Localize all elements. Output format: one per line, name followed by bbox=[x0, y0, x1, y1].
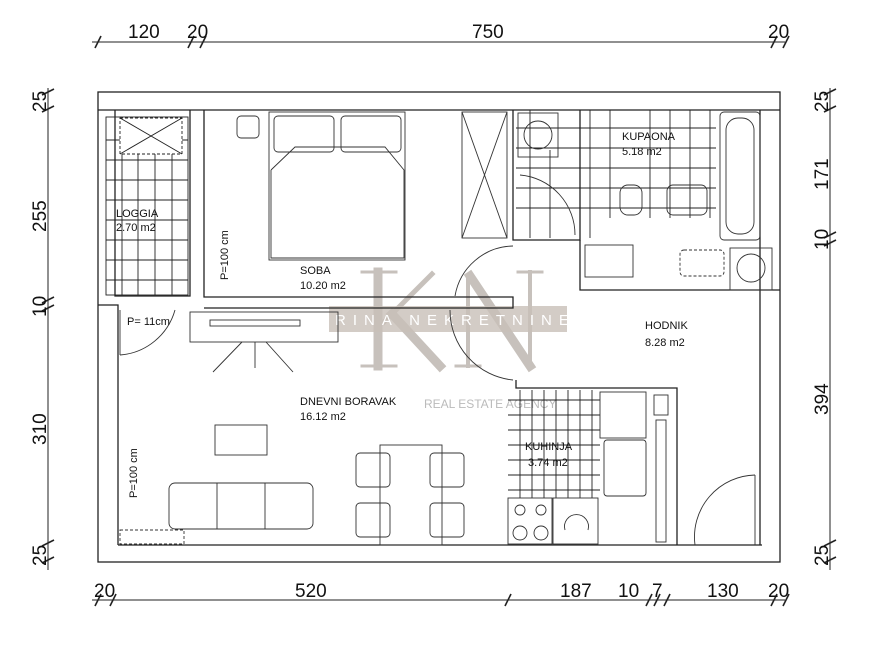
room-area-kuhinja: 3.74 m2 bbox=[528, 457, 568, 469]
watermark-tagline: REAL ESTATE AGENCY bbox=[424, 397, 556, 411]
sill-height-living: P=100 cm bbox=[128, 448, 140, 498]
dim-bottom-3: 187 bbox=[560, 581, 592, 602]
washbasin bbox=[666, 184, 708, 216]
dim-top-1: 120 bbox=[128, 22, 160, 43]
dim-bottom-6: 130 bbox=[707, 581, 739, 602]
room-area-soba: 10.20 m2 bbox=[300, 280, 346, 292]
tv-unit bbox=[189, 311, 339, 343]
room-name-loggia: LOGGIA bbox=[116, 208, 159, 220]
dim-left-2: 255 bbox=[30, 200, 51, 232]
dimension-lines bbox=[41, 35, 837, 607]
bathtub bbox=[719, 111, 761, 241]
sill-height-soba: P=100 cm bbox=[219, 230, 231, 280]
double-bed bbox=[268, 111, 406, 261]
dim-bottom-2: 520 bbox=[295, 581, 327, 602]
room-area-loggia: 2.70 m2 bbox=[116, 222, 156, 234]
dim-top-2: 20 bbox=[187, 22, 208, 43]
bedroom-door-swing bbox=[454, 245, 514, 297]
room-area-hodnik: 8.28 m2 bbox=[645, 337, 685, 349]
kitchen-cabinet bbox=[599, 391, 647, 439]
dim-left-1: 25 bbox=[30, 91, 51, 112]
radiator bbox=[119, 529, 185, 545]
boiler bbox=[653, 394, 669, 416]
sill-height-door: P= 11cm bbox=[127, 316, 170, 328]
dining-table bbox=[379, 444, 443, 546]
walls bbox=[97, 91, 781, 563]
watermark: RINA NEKRETNINE REAL ESTATE AGENCY bbox=[329, 267, 576, 411]
living-door-swing bbox=[449, 309, 514, 381]
loggia-floor-tiles bbox=[105, 116, 189, 296]
dim-top-4: 20 bbox=[768, 22, 789, 43]
bathroom-floor-tiles bbox=[516, 110, 716, 238]
dim-left-3: 10 bbox=[30, 296, 51, 317]
dim-top-3: 750 bbox=[472, 22, 504, 43]
dim-right-2: 171 bbox=[812, 158, 833, 190]
dim-right-3: 10 bbox=[812, 229, 833, 250]
dim-bottom-1: 20 bbox=[94, 581, 115, 602]
wardrobe bbox=[461, 111, 508, 239]
dim-right-4: 394 bbox=[812, 383, 833, 415]
dimension-labels-left: 25 255 10 310 25 bbox=[30, 91, 51, 566]
stove bbox=[507, 497, 553, 545]
room-name-dnevni-boravak: DNEVNI BORAVAK bbox=[300, 396, 397, 408]
room-labels: LOGGIA 2.70 m2 SOBA 10.20 m2 KUPAONA 5.1… bbox=[116, 131, 688, 498]
room-name-hodnik: HODNIK bbox=[645, 320, 688, 332]
dimension-labels-bottom: 20 520 187 10 7 130 20 bbox=[94, 581, 789, 602]
dryer bbox=[729, 247, 773, 291]
room-name-soba: SOBA bbox=[300, 265, 331, 277]
bathroom-door-swing bbox=[519, 174, 576, 236]
room-name-kupaona: KUPAONA bbox=[622, 131, 676, 143]
room-area-kupaona: 5.18 m2 bbox=[622, 146, 662, 158]
dim-bottom-4: 10 bbox=[618, 581, 639, 602]
dim-right-5: 25 bbox=[812, 545, 833, 566]
coffee-table bbox=[214, 424, 268, 456]
kitchen-sink bbox=[603, 439, 647, 497]
dim-right-1: 25 bbox=[812, 91, 833, 112]
dim-left-4: 310 bbox=[30, 413, 51, 445]
washing-machine bbox=[517, 112, 559, 158]
dim-left-5: 25 bbox=[30, 545, 51, 566]
room-name-kuhinja: KUHINJA bbox=[525, 441, 573, 453]
dimension-labels-right: 25 171 10 394 25 bbox=[812, 91, 833, 566]
sofa bbox=[168, 482, 314, 530]
entrance-door-swing bbox=[694, 474, 756, 546]
kitchen-floor-tiles bbox=[508, 390, 600, 498]
dim-bottom-5: 7 bbox=[652, 581, 663, 602]
dimension-labels-top: 120 20 750 20 bbox=[128, 22, 789, 43]
toilet bbox=[619, 184, 643, 216]
furniture bbox=[119, 111, 773, 546]
bath-cabinet bbox=[584, 244, 634, 278]
doors bbox=[119, 174, 756, 546]
dim-bottom-7: 20 bbox=[768, 581, 789, 602]
nightstand bbox=[236, 115, 260, 139]
loggia-door-swing bbox=[119, 309, 176, 356]
fridge bbox=[552, 497, 599, 545]
watermark-name: RINA NEKRETNINE bbox=[335, 312, 576, 329]
room-area-dnevni-boravak: 16.12 m2 bbox=[300, 411, 346, 423]
